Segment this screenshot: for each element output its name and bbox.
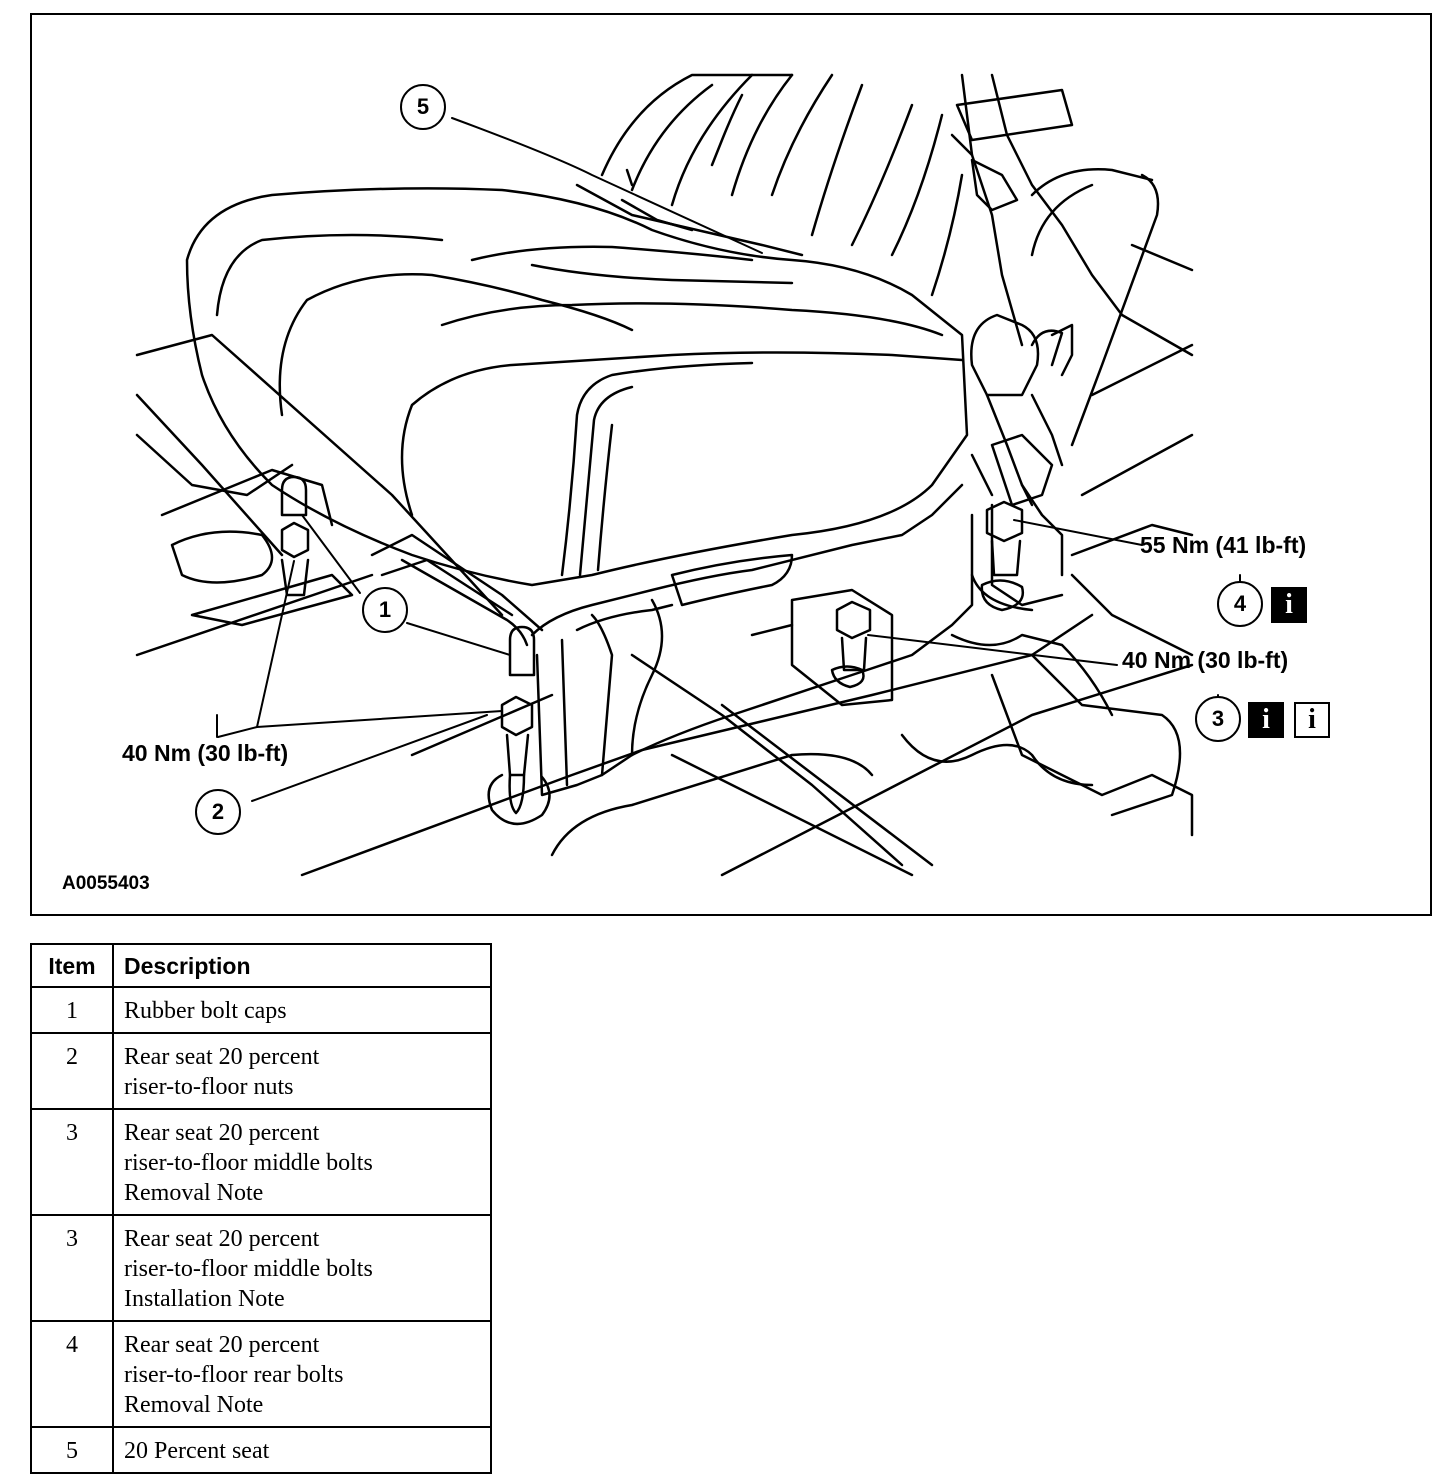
legend-description: Rear seat 20 percent riser-to-floor midd… — [112, 1108, 492, 1216]
info-icon: i — [1271, 587, 1307, 623]
callout-5: 5 — [400, 84, 446, 130]
description-line: Rubber bolt caps — [124, 998, 287, 1024]
description-line: Rear seat 20 percent — [124, 1226, 320, 1252]
legend-description: Rear seat 20 percent riser-to-floor nuts — [112, 1032, 492, 1110]
description-line: Rear seat 20 percent — [124, 1332, 320, 1358]
legend-table: Item Description 1 Rubber bolt caps 2 Re… — [30, 943, 492, 1474]
callout-2-number: 2 — [211, 799, 225, 824]
table-row: 4 Rear seat 20 percent riser-to-floor re… — [30, 1320, 492, 1428]
info-icon: i — [1248, 702, 1284, 738]
description-line: Installation Note — [124, 1286, 285, 1312]
info-icon: i — [1294, 702, 1330, 738]
legend-header-description: Description — [112, 943, 492, 988]
legend-description: Rubber bolt caps — [112, 986, 492, 1034]
table-row: 3 Rear seat 20 percent riser-to-floor mi… — [30, 1214, 492, 1322]
seat-line-drawing — [135, 73, 1241, 877]
description-line: Rear seat 20 percent — [124, 1120, 320, 1146]
legend-description: Rear seat 20 percent riser-to-floor rear… — [112, 1320, 492, 1428]
legend-item-number: 3 — [30, 1108, 114, 1216]
torque-label-item-3: 40 Nm (30 lb-ft) — [1122, 647, 1289, 673]
description-line: Rear seat 20 percent — [124, 1044, 320, 1070]
figure-id: A0055403 — [62, 873, 150, 894]
legend-description: Rear seat 20 percent riser-to-floor midd… — [112, 1214, 492, 1322]
description-line: 20 Percent seat — [124, 1438, 270, 1464]
torque-label-item-2: 40 Nm (30 lb-ft) — [122, 740, 289, 766]
exploded-view-figure: 5 1 2 4 3 55 Nm (41 lb-ft) 40 Nm (30 lb-… — [30, 13, 1432, 916]
legend-description: 20 Percent seat — [112, 1426, 492, 1474]
description-line: riser-to-floor nuts — [124, 1074, 294, 1100]
legend-item-number: 1 — [30, 986, 114, 1034]
description-line: riser-to-floor middle bolts — [124, 1256, 373, 1282]
callout-3: 3 — [1195, 696, 1241, 742]
table-row: 2 Rear seat 20 percent riser-to-floor nu… — [30, 1032, 492, 1110]
legend-header-item: Item — [30, 943, 114, 988]
table-row: 3 Rear seat 20 percent riser-to-floor mi… — [30, 1108, 492, 1216]
legend-item-number: 5 — [30, 1426, 114, 1474]
description-line: riser-to-floor rear bolts — [124, 1362, 344, 1388]
description-line: Removal Note — [124, 1180, 264, 1206]
legend-item-number: 3 — [30, 1214, 114, 1322]
callout-4-number: 4 — [1233, 591, 1247, 616]
callout-4: 4 — [1217, 581, 1263, 627]
torque-label-item-4: 55 Nm (41 lb-ft) — [1140, 532, 1307, 558]
legend-item-number: 2 — [30, 1032, 114, 1110]
legend-header-row: Item Description — [30, 943, 492, 988]
table-row: 5 20 Percent seat — [30, 1426, 492, 1474]
callout-1: 1 — [362, 587, 408, 633]
description-line: Removal Note — [124, 1392, 264, 1418]
legend-item-number: 4 — [30, 1320, 114, 1428]
callout-5-number: 5 — [416, 94, 430, 119]
table-row: 1 Rubber bolt caps — [30, 986, 492, 1034]
callout-2: 2 — [195, 789, 241, 835]
callout-3-number: 3 — [1211, 706, 1225, 731]
description-line: riser-to-floor middle bolts — [124, 1150, 373, 1176]
callout-1-number: 1 — [378, 597, 392, 622]
